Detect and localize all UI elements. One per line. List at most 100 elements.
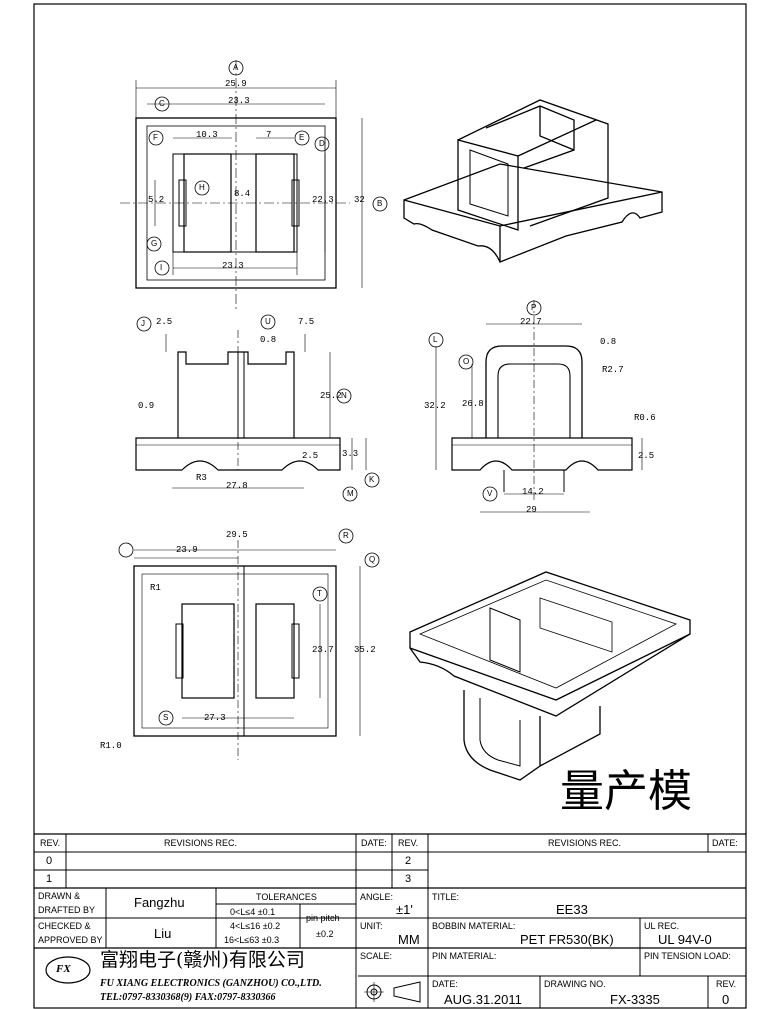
- balloon-o: O: [463, 357, 470, 366]
- balloon-u: U: [265, 317, 271, 326]
- dim-r10: R1.0: [100, 741, 122, 751]
- company-logo: [45, 956, 91, 984]
- drawing-border: [33, 3, 747, 1009]
- dim-slot-right: 7: [266, 130, 272, 140]
- angle-label: ANGLE:: [360, 892, 394, 902]
- dim-inner-width: 23.3: [228, 96, 250, 106]
- dim-bottom-span: 23.3: [222, 261, 244, 271]
- production-stamp: 量产模: [560, 766, 692, 817]
- pin-tension-label: PIN TENSION LOAD:: [644, 951, 731, 961]
- balloon-e: E: [299, 133, 305, 142]
- rev-row-3: 3: [405, 873, 412, 885]
- pin-material-label: PIN MATERIAL:: [432, 951, 497, 961]
- dim-bot-span: 27.8: [226, 481, 248, 491]
- dim-overall-width: 25.9: [225, 79, 247, 89]
- title-block-grid: [34, 833, 746, 1008]
- drawing-no-value: FX-3335: [610, 992, 660, 1007]
- bottom-view: [133, 540, 361, 760]
- dim-top-width: 22.7: [520, 317, 542, 327]
- dim-bottom-span-v: 35.2: [354, 645, 376, 655]
- dim-bottom-offset: 23.9: [176, 545, 198, 555]
- balloon-c: C: [159, 99, 165, 108]
- dim-side-height: 32.2: [424, 401, 446, 411]
- balloon-a: A: [233, 63, 239, 72]
- date-header-right: DATE:: [712, 838, 738, 848]
- balloon-f: F: [153, 133, 158, 142]
- isometric-top-view: [403, 99, 663, 263]
- company-name-en: FU XIANG ELECTRONICS (GANZHOU) CO.,LTD.: [100, 978, 322, 989]
- isometric-bottom-view: [409, 571, 691, 781]
- balloon-i: I: [160, 263, 163, 272]
- balloon-b: B: [377, 199, 383, 208]
- dim-inner-height: 22.3: [312, 195, 334, 205]
- balloon-m: M: [347, 489, 354, 498]
- balloon-n: N: [341, 391, 347, 400]
- tolerance-row-3: 16<L≤63 ±0.3: [224, 935, 280, 945]
- tolerance-row-2: 4<L≤16 ±0.2: [230, 921, 281, 931]
- dim-side-overall: 29: [526, 505, 537, 515]
- side-view: [435, 300, 643, 513]
- tolerances-label: TOLERANCES: [256, 892, 317, 902]
- balloon-p: P: [531, 303, 537, 312]
- dim-bottom-outer: 29.5: [226, 530, 248, 540]
- revisions-header-right: REVISIONS REC.: [548, 838, 622, 848]
- dim-post: 7.5: [298, 317, 315, 327]
- dim-thick: 0.8: [600, 337, 617, 347]
- top-view: [120, 60, 363, 310]
- front-view: [135, 330, 367, 489]
- scale-label: SCALE:: [360, 951, 393, 961]
- rev-header-left: REV.: [40, 838, 61, 848]
- title-label: TITLE:: [432, 892, 460, 902]
- drawing-no-label: DRAWING NO.: [544, 979, 606, 989]
- ul-label: UL REC.: [644, 921, 680, 931]
- pin-pitch-value: ±0.2: [316, 929, 334, 939]
- checked-label-1: CHECKED &: [38, 921, 91, 931]
- rev-row-2: 2: [405, 855, 412, 867]
- balloon-d: D: [319, 139, 325, 148]
- company-contact: TEL:0797-8330368(9) FAX:0797-8330366: [100, 992, 276, 1003]
- dim-gap: 0.8: [260, 335, 277, 345]
- approved-by: Liu: [154, 926, 172, 941]
- rev-value: 0: [722, 992, 730, 1007]
- balloon-q: Q: [369, 555, 376, 564]
- date-header-left: DATE:: [361, 838, 387, 848]
- rev-row-0: 0: [46, 855, 53, 867]
- company-name-cn: 富翔电子(赣州)有限公司: [100, 949, 305, 971]
- dim-slot-left: 10.3: [196, 130, 218, 140]
- dim-mid: 5.2: [148, 195, 165, 205]
- balloon-k: K: [369, 475, 375, 484]
- title-value: EE33: [556, 902, 588, 917]
- balloon-l: L: [433, 335, 438, 344]
- balloon-v: V: [487, 489, 493, 498]
- drawn-label-2: DRAFTED BY: [38, 905, 96, 915]
- dim-base: 2.5: [302, 451, 319, 461]
- balloon-g: G: [151, 239, 158, 248]
- bobbin-material-value: PET FR530(BK): [520, 932, 614, 947]
- dim-tall: 25.2: [320, 391, 342, 401]
- checked-label-2: APPROVED BY: [38, 935, 103, 945]
- balloon-t: T: [317, 589, 322, 598]
- dim-bottom-core-w: 27.3: [204, 713, 226, 723]
- dim-tab: 2.5: [156, 317, 173, 327]
- dim-outer-height: 32: [354, 195, 365, 205]
- bobbin-material-label: BOBBIN MATERIAL:: [432, 921, 516, 931]
- rev-row-1: 1: [46, 873, 53, 885]
- logo-text: FX: [56, 963, 71, 975]
- angle-value: ±1': [396, 902, 413, 917]
- balloon-j: J: [141, 319, 145, 328]
- date-label: DATE:: [432, 979, 458, 989]
- ul-value: UL 94V-0: [658, 932, 712, 947]
- dim-side-base: 2.5: [638, 451, 655, 461]
- dim-bottom-core: 23.7: [312, 645, 334, 655]
- balloon-h: H: [199, 183, 205, 192]
- balloons: [118, 60, 542, 726]
- pin-pitch-label: pin pitch: [306, 913, 340, 923]
- drawn-by: Fangzhu: [134, 895, 185, 910]
- dim-pin: 8.4: [234, 189, 251, 199]
- tolerance-row-1: 0<L≤4 ±0.1: [230, 907, 276, 917]
- date-value: AUG.31.2011: [444, 992, 522, 1007]
- dim-core: 14.2: [522, 487, 544, 497]
- dim-wall: 0.9: [138, 401, 155, 411]
- rev-header-right: REV.: [398, 838, 419, 848]
